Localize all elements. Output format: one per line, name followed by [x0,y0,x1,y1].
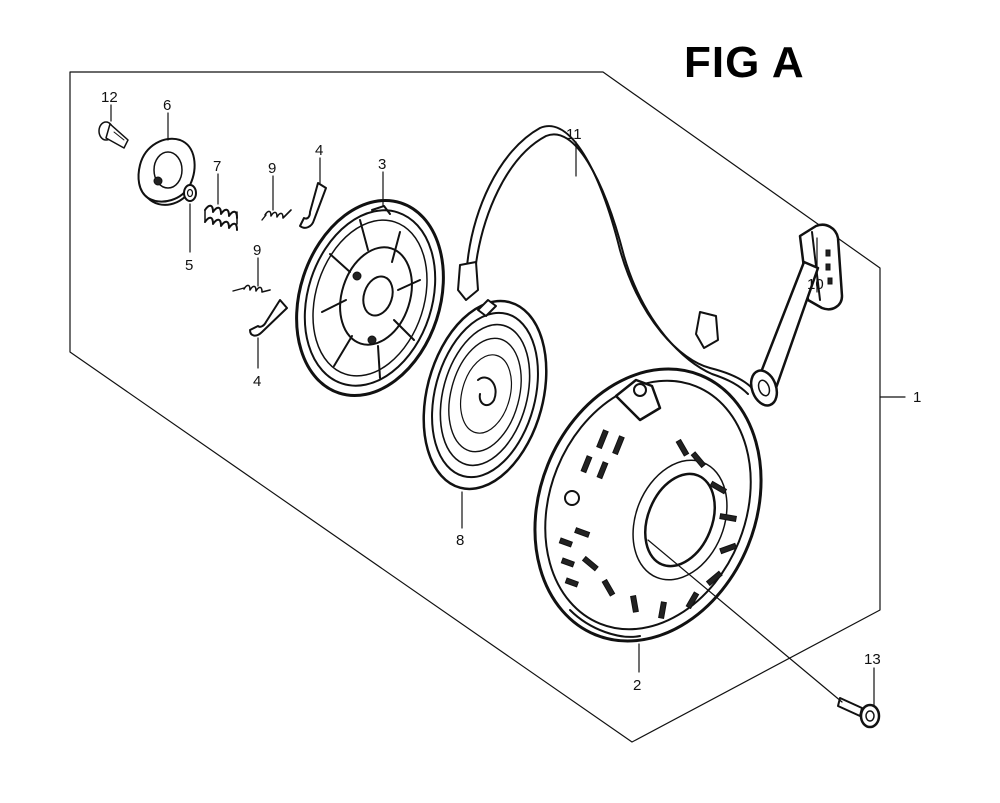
callout-6: 6 [163,97,171,114]
part-9-small-spring-lower [232,284,271,293]
callout-9-upper: 9 [268,160,276,177]
part-4-pawl-lower [249,299,288,337]
part-11-starter-rope [457,125,753,395]
part-3-pulley-reel [295,198,445,398]
callout-10: 10 [807,276,824,293]
part-12-bolt [98,121,129,149]
callout-2: 2 [633,677,641,694]
callout-7: 7 [213,158,221,175]
bolt-13-axis-line [647,539,843,703]
part-10-starter-handle [749,223,844,407]
part-9-small-spring-upper [261,209,292,221]
part-8-recoil-spring [422,299,548,491]
leader-lines [110,104,875,707]
part-5-washer [183,184,197,202]
part-13-bolt [837,697,881,729]
figure-title: FIG A [684,38,805,87]
callout-3: 3 [378,156,386,173]
part-7-spring [204,204,238,231]
callout-5: 5 [185,257,193,274]
callout-12: 12 [101,89,118,106]
callout-9-lower: 9 [253,242,261,259]
part-4-pawl-upper [299,182,327,229]
callout-4-lower: 4 [253,373,261,390]
callout-4-upper: 4 [315,142,323,159]
callout-11: 11 [566,126,582,143]
callout-13: 13 [864,651,881,668]
assembly-boundary [69,71,881,743]
part-2-fan-cover [533,311,763,643]
callout-8: 8 [456,532,464,549]
callout-1: 1 [913,389,921,406]
